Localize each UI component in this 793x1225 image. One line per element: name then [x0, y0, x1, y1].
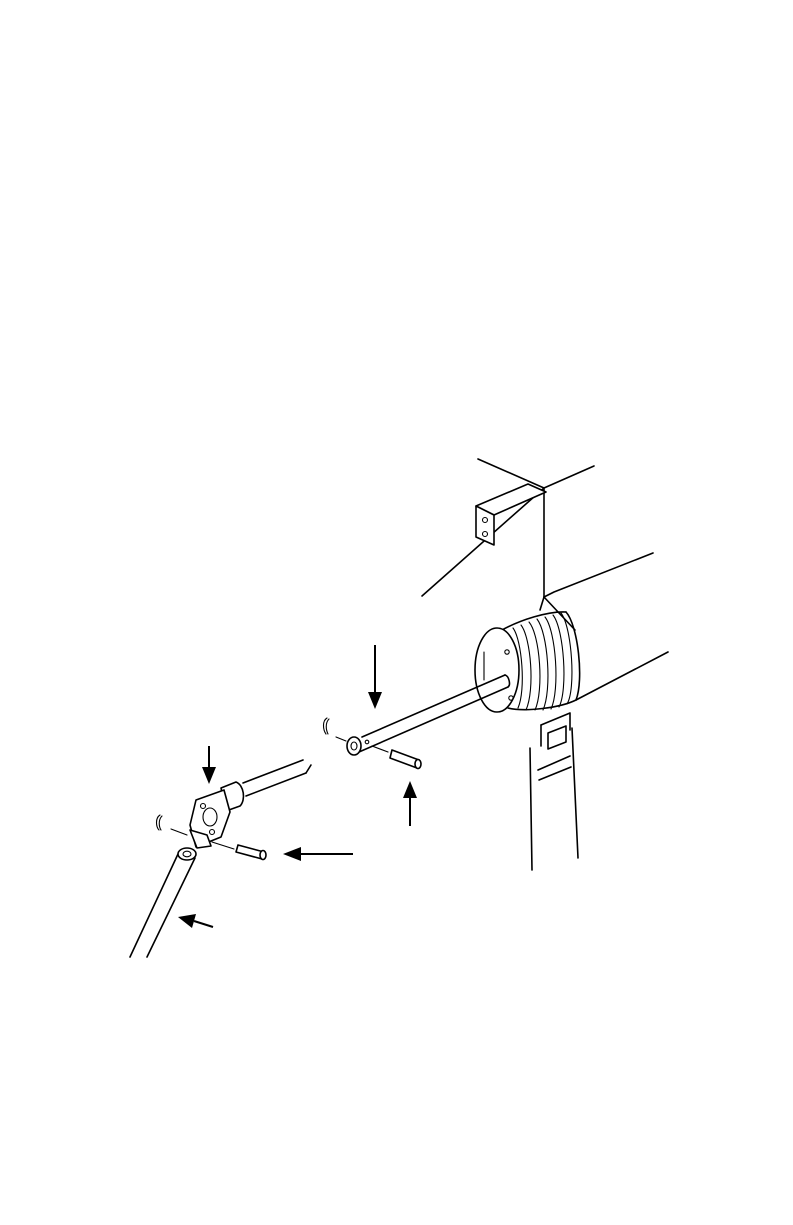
mounting-bracket	[422, 459, 594, 597]
cotter-pin-upper	[324, 718, 330, 734]
motor-housing	[540, 553, 668, 700]
arrow-shaft-coupler	[368, 645, 382, 709]
arrow-clevis-pin-lower	[283, 847, 353, 861]
hanging-strap	[530, 713, 578, 870]
crank-rod	[130, 848, 196, 957]
cotter-pin-lower	[157, 815, 163, 830]
arrow-universal-joint	[202, 746, 216, 784]
arrow-clevis-pin-upper	[403, 781, 417, 826]
arrow-crank-rod	[178, 914, 213, 928]
roller-drum	[475, 612, 580, 712]
shaft-coupler	[347, 737, 369, 755]
